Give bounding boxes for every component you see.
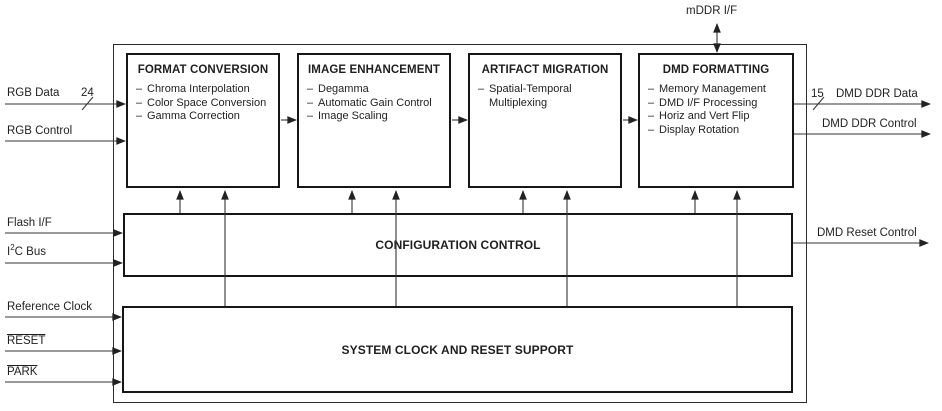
list-item: –Color Space Conversion: [136, 96, 267, 109]
bullet-dash: –: [648, 110, 655, 122]
reference-clock-label: Reference Clock: [7, 301, 93, 313]
bullet-dash: –: [307, 96, 314, 109]
bullet-dash: –: [307, 110, 314, 122]
list-item: –DMD I/F Processing: [648, 96, 758, 109]
bullet-dash: –: [136, 110, 143, 122]
list-item: –Horiz and Vert Flip: [648, 110, 750, 122]
bullet-dash: –: [136, 96, 143, 109]
block-item-list: –Degamma –Automatic Gain Control –Image …: [299, 83, 449, 124]
i2c-bus-label: I2C Bus: [7, 243, 46, 258]
list-item: –Image Scaling: [307, 110, 388, 122]
block-item-list: –Spatial-Temporal Multiplexing: [470, 83, 620, 110]
block-title: IMAGE ENHANCEMENT: [307, 64, 441, 76]
block-title: DMD FORMATTING: [662, 64, 770, 76]
block-image-enhancement: IMAGE ENHANCEMENT –Degamma –Automatic Ga…: [297, 53, 451, 188]
dmd-reset-control-label: DMD Reset Control: [817, 227, 917, 239]
list-item: –Chroma Interpolation: [136, 83, 250, 95]
list-item: –Degamma: [307, 83, 369, 95]
bullet-dash: –: [648, 123, 655, 136]
list-item: –Spatial-Temporal Multiplexing: [478, 83, 572, 109]
block-title: FORMAT CONVERSION: [137, 64, 269, 76]
bar-title: CONFIGURATION CONTROL: [375, 238, 541, 252]
dmd-ddr-control-label: DMD DDR Control: [822, 118, 917, 130]
list-item: –Memory Management: [648, 83, 766, 95]
bar-title: SYSTEM CLOCK AND RESET SUPPORT: [341, 342, 574, 357]
park-label: PARK: [7, 366, 38, 378]
block-title: ARTIFACT MIGRATION: [481, 64, 609, 76]
dmd-ddr-data-label: DMD DDR Data: [836, 88, 918, 100]
list-item: –Automatic Gain Control: [307, 96, 432, 109]
bar-system-clock-reset: SYSTEM CLOCK AND RESET SUPPORT: [122, 306, 793, 393]
bullet-dash: –: [136, 83, 143, 95]
block-artifact-migration: ARTIFACT MIGRATION –Spatial-Temporal Mul…: [468, 53, 622, 188]
bullet-dash: –: [648, 83, 655, 95]
reset-label: RESET: [7, 335, 46, 347]
bullet-dash: –: [478, 83, 485, 95]
list-item: –Display Rotation: [648, 123, 740, 136]
flash-if-label: Flash I/F: [7, 217, 52, 229]
block-item-list: –Chroma Interpolation –Color Space Conve…: [128, 83, 278, 124]
block-format-conversion: FORMAT CONVERSION –Chroma Interpolation …: [126, 53, 280, 188]
bullet-dash: –: [307, 83, 314, 95]
rgb-control-label: RGB Control: [7, 125, 73, 137]
dmd-ddr-data-bus-width: 15: [811, 88, 824, 100]
mddr-if-label: mDDR I/F: [686, 5, 738, 17]
block-dmd-formatting: DMD FORMATTING –Memory Management –DMD I…: [638, 53, 794, 188]
bar-configuration-control: CONFIGURATION CONTROL: [123, 213, 793, 277]
list-item: –Gamma Correction: [136, 110, 240, 122]
rgb-data-label: RGB Data: [7, 87, 60, 99]
block-item-list: –Memory Management –DMD I/F Processing –…: [640, 83, 792, 137]
bullet-dash: –: [648, 96, 655, 109]
rgb-data-bus-width: 24: [81, 87, 94, 99]
